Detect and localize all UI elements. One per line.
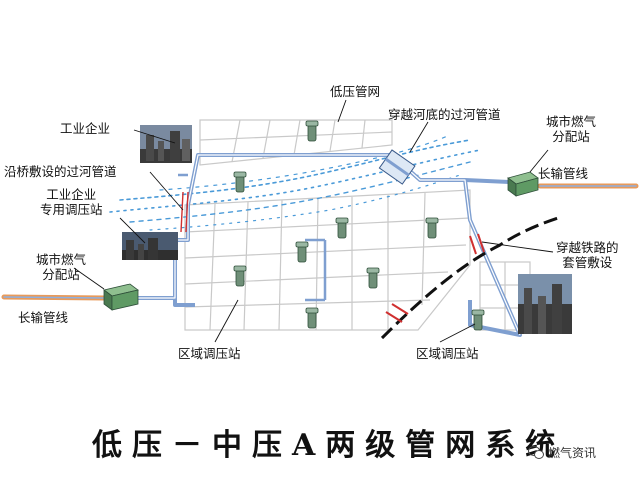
grid-line <box>278 199 283 331</box>
grid-line <box>209 203 216 331</box>
grid-line <box>421 192 426 306</box>
river-wave <box>149 174 461 231</box>
grid-line <box>293 119 301 156</box>
long-pipeline-left-inner <box>3 296 106 299</box>
low-pressure-grid <box>184 119 531 331</box>
skyline-picture-industrial <box>140 125 192 163</box>
regulator-station-icon <box>425 217 439 239</box>
grid-line <box>329 119 336 152</box>
regional-station-left-label: 区域调压站 <box>178 346 241 361</box>
grid-line <box>184 299 431 308</box>
railway-casing-mark <box>477 233 485 253</box>
city-gas-station-left <box>103 283 139 311</box>
railway-casing-mark <box>391 303 409 315</box>
river <box>109 134 481 231</box>
railway-casing-label: 穿越铁路的 套管敷设 <box>556 240 619 270</box>
long-pipelines <box>1 183 639 301</box>
regional-station-right-label: 区域调压站 <box>416 346 479 361</box>
watermark-text: 燃气资讯 <box>548 446 597 460</box>
regulator-station-icon <box>295 241 309 263</box>
river-bottom-crossing-box <box>378 149 416 185</box>
regulator-station-icon <box>471 309 485 331</box>
grid-line <box>199 131 393 141</box>
long-pipeline-left-label: 长输管线 <box>18 310 69 325</box>
bridge-crossing-label: 沿桥敷设的过河管道 <box>4 164 117 179</box>
river-wave <box>119 139 471 201</box>
city-gas-station-right-label: 城市燃气 分配站 <box>546 114 597 144</box>
grid-line <box>262 119 271 159</box>
grid-line <box>361 119 366 149</box>
industrial-enterprise-label: 工业企业 <box>60 121 111 136</box>
river-bottom-crossing-label: 穿越河底的过河管道 <box>388 107 501 122</box>
grid-block-top <box>199 119 393 166</box>
river-wave <box>109 149 481 213</box>
regulator-station-icon <box>305 307 319 329</box>
watermark: 燃气资讯 <box>528 444 596 461</box>
river-wave <box>129 161 471 223</box>
leader-lines <box>73 99 554 343</box>
railway-casing-mark <box>469 235 477 255</box>
railway-line <box>380 216 559 340</box>
railway <box>380 216 559 340</box>
industrial-dedicated-station-label: 工业企业 专用调压站 <box>40 187 103 217</box>
skyline-picture-industrial-dedicated <box>122 232 178 260</box>
city-gas-station-right <box>507 171 539 197</box>
regulator-station-icon <box>335 217 349 239</box>
regulator-station-icon <box>366 267 380 289</box>
long-pipeline-right-label: 长输管线 <box>538 166 589 181</box>
regulator-station-icon <box>233 171 247 193</box>
city-gas-station-left-label: 城市燃气 分配站 <box>36 252 87 282</box>
grid-line <box>243 201 249 331</box>
river-wave <box>159 134 451 191</box>
grid-block-main <box>184 189 471 331</box>
bridge-crossing <box>180 191 189 233</box>
skyline-picture-right <box>518 274 572 334</box>
grid-line <box>184 217 471 233</box>
wechat-icon <box>528 446 544 459</box>
diagram-title: 低压－中压A两级管网系统 <box>92 428 566 463</box>
regulator-station-icon <box>233 265 247 287</box>
regulator-station-icon <box>305 120 319 142</box>
railway-casing-mark <box>385 311 403 323</box>
low-pressure-network-label: 低压管网 <box>330 84 381 99</box>
